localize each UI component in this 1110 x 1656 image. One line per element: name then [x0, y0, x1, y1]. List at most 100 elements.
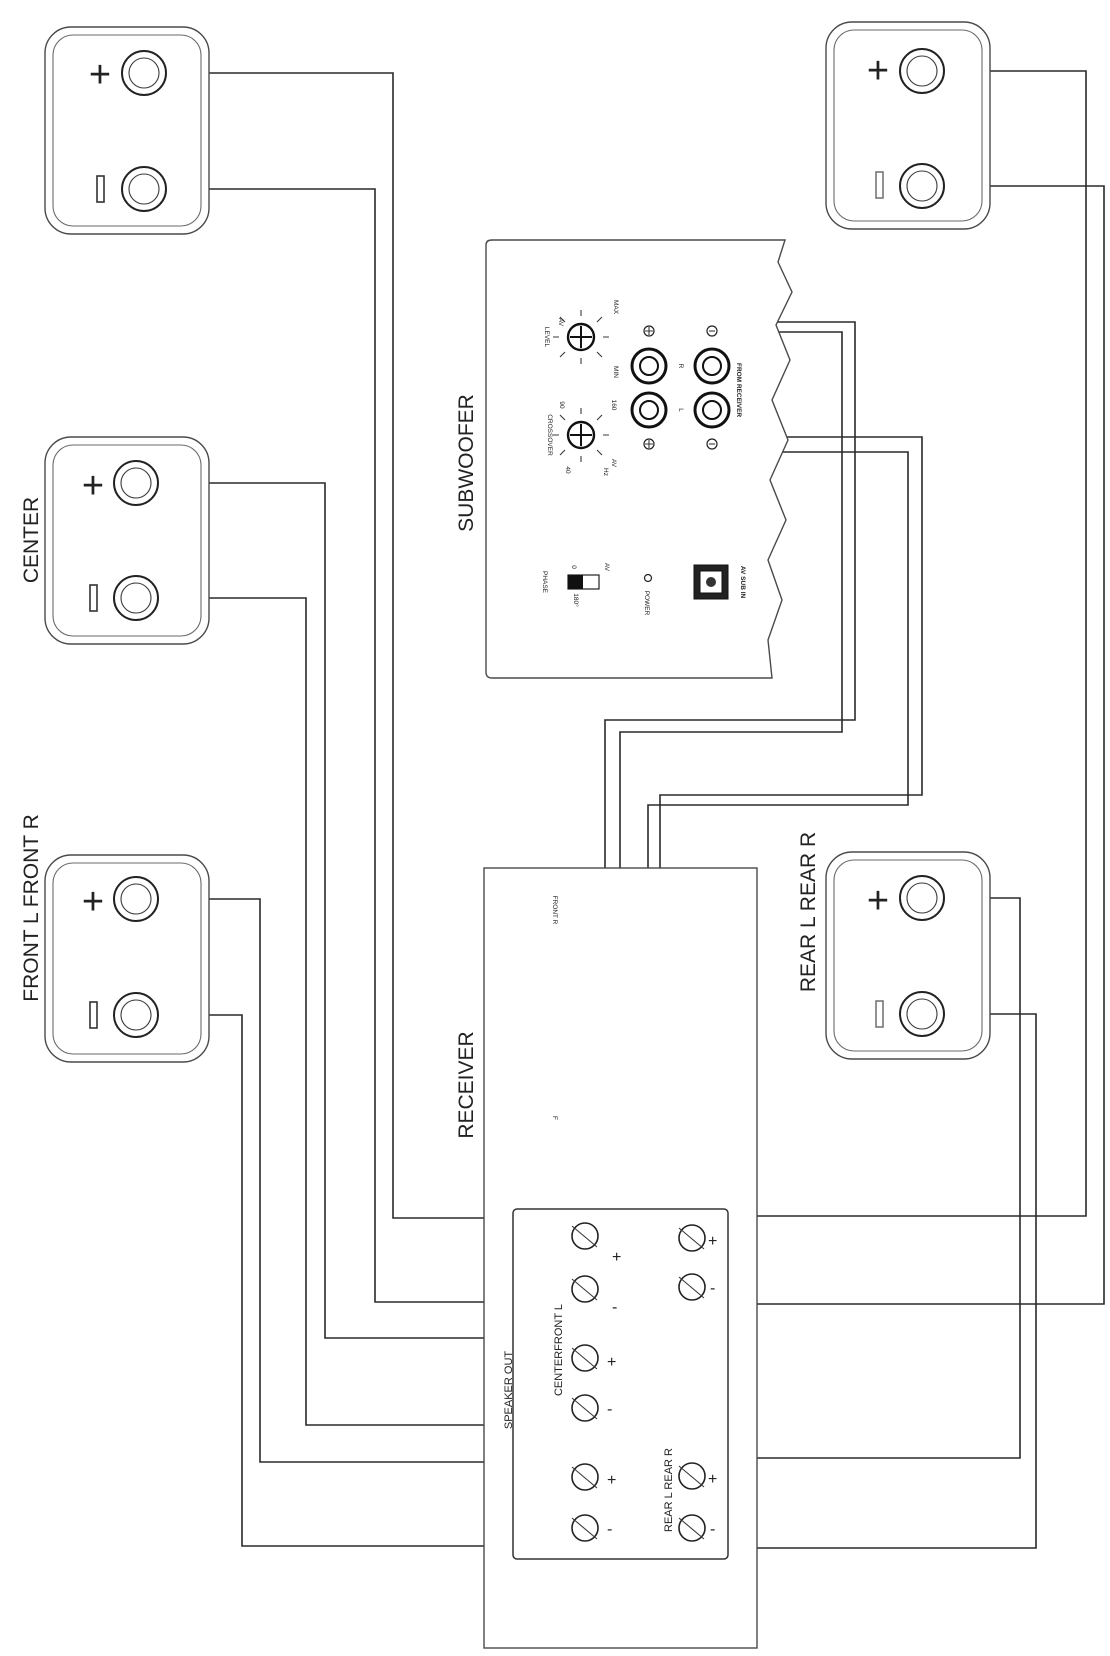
wire-center-minus: [160, 597, 582, 1426]
rca-channel-l-label: L: [677, 408, 684, 412]
terminal-left-2: -: [571, 1275, 617, 1316]
rca-jack-upper-left-inner: [639, 400, 659, 420]
speaker-rear-minus-sign: [875, 1000, 884, 1028]
phase-switch-label: PHASE: [541, 571, 548, 594]
terminal-right-4: -: [678, 1514, 715, 1542]
receiver-front-r-label: FRONT R: [551, 896, 558, 925]
section-labels: FRONT L FRONT R CENTER SUBWOOFER RECEIVE…: [20, 394, 820, 1139]
power-indicator: POWER: [643, 573, 653, 616]
subwoofer-panel-outline: [485, 239, 793, 679]
power-led: [643, 573, 653, 583]
speaker-rear-minus-terminal: [899, 991, 945, 1037]
crossover-mid-label: 90: [558, 401, 565, 409]
terminal-left-6-slash: [571, 1517, 598, 1540]
wire-top-left-minus: [160, 188, 582, 1303]
crossover-min-label: 40: [564, 466, 571, 474]
receiver-label: RECEIVER: [455, 1031, 478, 1138]
av-sub-in-jack: AV SUB IN: [693, 564, 746, 600]
speaker-center-plus-terminal: [113, 460, 159, 506]
center-front-l-label: CENTERFRONT L: [553, 1304, 565, 1396]
av-sub-in-pin: [706, 577, 716, 587]
center-label: CENTER: [20, 497, 43, 583]
terminal-right-1-sign: +: [708, 1233, 717, 1250]
crossover-knob: CROSSOVER 40 90 160 AV Hz: [546, 400, 617, 476]
terminal-left-5: +: [571, 1463, 616, 1491]
terminal-right-4-sign: -: [710, 1521, 715, 1538]
speaker-top-left-plus-terminal-ring: [128, 57, 160, 89]
speaker-center-minus-sign: [89, 584, 98, 612]
wire-rear-minus: [710, 1013, 1037, 1549]
speaker-top-right-minus-terminal-ring: [906, 170, 938, 202]
rca-plus-symbol-2-cross: [645, 327, 653, 335]
speaker-front-plus-terminal-ring: [120, 883, 152, 915]
speaker-front-plus-terminal: [113, 876, 159, 922]
terminal-left-6-sign: -: [607, 1521, 612, 1538]
terminal-left-6: -: [571, 1514, 612, 1542]
rca-jack-lower-right-inner: [702, 356, 722, 376]
speaker-top-left-plus-sign: +: [89, 54, 111, 96]
rca-jack-upper-right-inner: [639, 356, 659, 376]
speaker-rear-minus-terminal-ring: [906, 998, 938, 1030]
terminal-left-3: +: [571, 1344, 616, 1372]
phase-switch: PHASE 0 180° AV: [541, 563, 610, 607]
terminal-left-1: +: [571, 1222, 621, 1266]
speaker-rear-frame-inner: [833, 859, 983, 1052]
terminal-left-2-sign: -: [612, 1299, 617, 1316]
front-label: FRONT L FRONT R: [20, 814, 43, 1001]
receiver: FRONT R F SPEAKER OUT CENTERFRONT L REAR…: [483, 867, 758, 1649]
speaker-top-left: +: [44, 26, 210, 235]
terminal-left-4-slash: [571, 1397, 598, 1420]
speaker-top-right-plus-terminal-ring: [906, 55, 938, 87]
level-knob-ticks: [553, 310, 609, 364]
receiver-terminals: + - + - + - +: [571, 1222, 717, 1542]
terminal-left-3-sign: +: [607, 1354, 616, 1371]
speaker-center-minus-terminal: [113, 575, 159, 621]
crossover-max-label: 160: [610, 400, 617, 411]
terminal-left-4: -: [571, 1394, 612, 1422]
wire-front-plus: [160, 898, 582, 1463]
speaker-top-right-plus-terminal: [899, 48, 945, 94]
speaker-top-right-minus-terminal: [899, 163, 945, 209]
speaker-rear: +: [825, 851, 991, 1060]
rca-channel-r-label: R: [677, 364, 684, 369]
speaker-front-minus-terminal-ring: [120, 999, 152, 1031]
speaker-front-minus-terminal: [113, 992, 159, 1038]
speaker-top-left-minus-terminal: [121, 166, 167, 212]
power-label: POWER: [643, 591, 650, 616]
rca-jack-lower-left-inner: [702, 400, 722, 420]
speaker-top-right: +: [825, 21, 991, 230]
subwoofer-panel: PHASE 0 180° AV POWER AV SUB IN CROSSOVE…: [485, 239, 793, 679]
phase-av-label: AV: [603, 563, 610, 572]
level-knob: LEVEL AV MIN MAX: [543, 300, 619, 378]
speaker-top-left-plus-terminal: [121, 50, 167, 96]
terminal-left-2-slash: [571, 1278, 598, 1301]
wire-top-right-minus: [710, 185, 1105, 1305]
phase-0-label: 0: [570, 565, 577, 569]
level-av-label: AV: [557, 318, 564, 327]
level-max-label: MAX: [612, 300, 619, 315]
terminal-left-4-sign: -: [607, 1401, 612, 1418]
speaker-front-minus-sign: [89, 1001, 98, 1029]
speaker-out-label: SPEAKER OUT: [503, 1351, 515, 1430]
speaker-center-plus-sign: +: [82, 465, 104, 507]
terminal-right-2: -: [678, 1273, 715, 1301]
terminal-right-2-sign: -: [710, 1280, 715, 1297]
speaker-rear-plus-terminal-ring: [906, 882, 938, 914]
speaker-top-right-plus-sign: +: [867, 50, 889, 92]
terminal-right-2-slash: [678, 1276, 705, 1299]
subwoofer-label: SUBWOOFER: [455, 394, 478, 532]
speaker-rear-plus-sign: +: [867, 880, 889, 922]
speaker-center-plus-terminal-ring: [120, 467, 152, 499]
sub-rca-jacks: L R FROM RECEIVER: [630, 325, 742, 450]
phase-180-label: 180°: [572, 593, 580, 607]
rear-l-rear-r-label: REAR L REAR R: [663, 1448, 675, 1532]
terminal-right-1-slash: [678, 1227, 705, 1250]
terminal-left-5-slash: [571, 1466, 598, 1489]
wire-top-right-plus: [710, 70, 1087, 1217]
terminal-right-4-slash: [678, 1517, 705, 1540]
speaker-top-right-frame-inner: [833, 29, 983, 222]
speaker-rear-plus-terminal: [899, 875, 945, 921]
terminal-right-1: +: [678, 1224, 717, 1252]
crossover-knob-ticks: [553, 408, 609, 462]
